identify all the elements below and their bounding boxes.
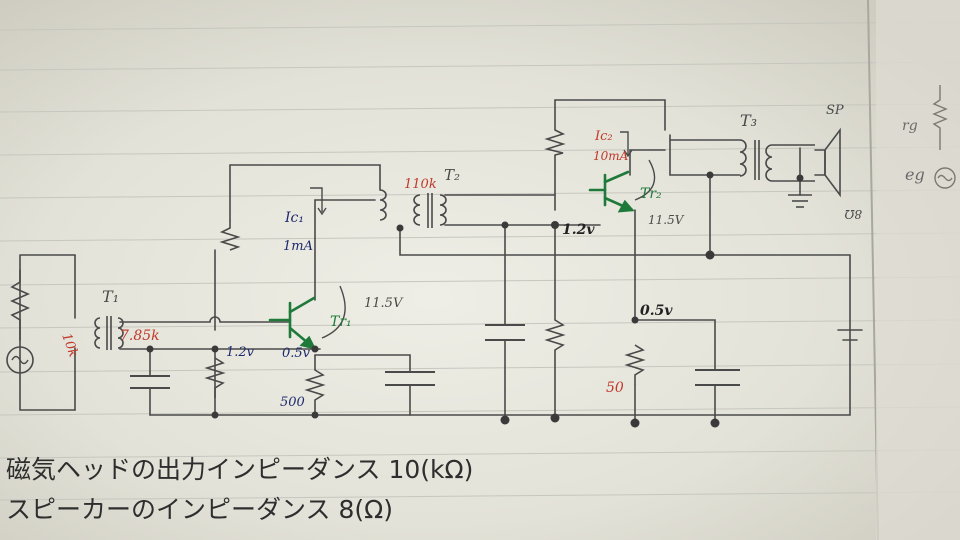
- label-eg: eg: [905, 165, 925, 184]
- label-tr2-ve: 0.5v: [640, 303, 673, 319]
- t3-primary-coil: [739, 139, 747, 177]
- label-ic1: Ic₁: [284, 210, 304, 226]
- label-t1: T₁: [102, 287, 119, 306]
- label-tr2-vce: 11.5V: [648, 213, 685, 227]
- ruled-lines: [0, 21, 960, 501]
- label-re1: 500: [280, 395, 305, 410]
- label-tr2-vb: 1.2v: [562, 222, 595, 238]
- label-t1-secondary: 7.85k: [120, 328, 160, 344]
- label-ic2: Ic₂: [594, 129, 613, 144]
- label-sp-value: 8Ω: [844, 207, 862, 221]
- resistor-re2: [624, 344, 646, 385]
- tr1-vce-arc: [321, 285, 346, 339]
- note-head-impedance: 磁気ヘッドの出力インピーダンス 10(kΩ): [6, 455, 473, 484]
- side-page-sketch: [932, 85, 956, 189]
- label-sp: SP: [826, 103, 844, 118]
- ic1-arrow: [310, 187, 323, 212]
- t1-primary-coil: [94, 317, 101, 349]
- resistor-r4: [544, 319, 566, 351]
- transistor-tr2: [588, 170, 635, 213]
- t3-secondary-coil: [765, 144, 773, 182]
- label-ic1-value: 1mA: [283, 239, 313, 254]
- resistor-r2: [204, 357, 226, 398]
- t1-secondary-coil: [117, 317, 124, 349]
- label-t3: T₃: [740, 111, 757, 130]
- transformers: [94, 139, 815, 350]
- ic2-arrow: [620, 131, 629, 155]
- transistor-tr1: [268, 296, 317, 350]
- t2-secondary-coil: [439, 194, 447, 226]
- next-page: [876, 0, 960, 540]
- resistor-r3: [544, 129, 566, 156]
- capacitors: [130, 324, 740, 389]
- t2-primary-coil: [413, 194, 421, 226]
- label-tr1-vce: 11.5V: [364, 296, 404, 311]
- label-re2: 50: [606, 380, 624, 396]
- label-rg: rg: [902, 118, 918, 134]
- resistor-re1: [304, 369, 326, 401]
- label-tr1-vb: 1.2v: [226, 345, 255, 360]
- circuit-wires: [10, 99, 863, 421]
- label-t2: T₂: [444, 166, 460, 184]
- resistors: [204, 129, 646, 401]
- junction-nodes: [146, 171, 804, 428]
- ac-source: [6, 346, 34, 374]
- label-ic2-value: 10mA: [593, 149, 629, 163]
- tr2-vce-arc: [634, 159, 656, 201]
- resistor-r1: [219, 220, 241, 251]
- note-speaker-impedance: スピーカーのインピーダンス 8(Ω): [6, 495, 393, 524]
- label-tr2: Tr₂: [640, 186, 662, 202]
- label-tr1: Tr₁: [330, 314, 352, 330]
- current-arrows: [310, 131, 656, 339]
- notes: 磁気ヘッドの出力インピーダンス 10(kΩ) スピーカーのインピーダンス 8(Ω…: [6, 455, 473, 524]
- label-tr1-ve: 0.5v: [282, 346, 311, 361]
- label-t2-primary: 110k: [404, 177, 437, 192]
- ground-symbol: [788, 194, 812, 208]
